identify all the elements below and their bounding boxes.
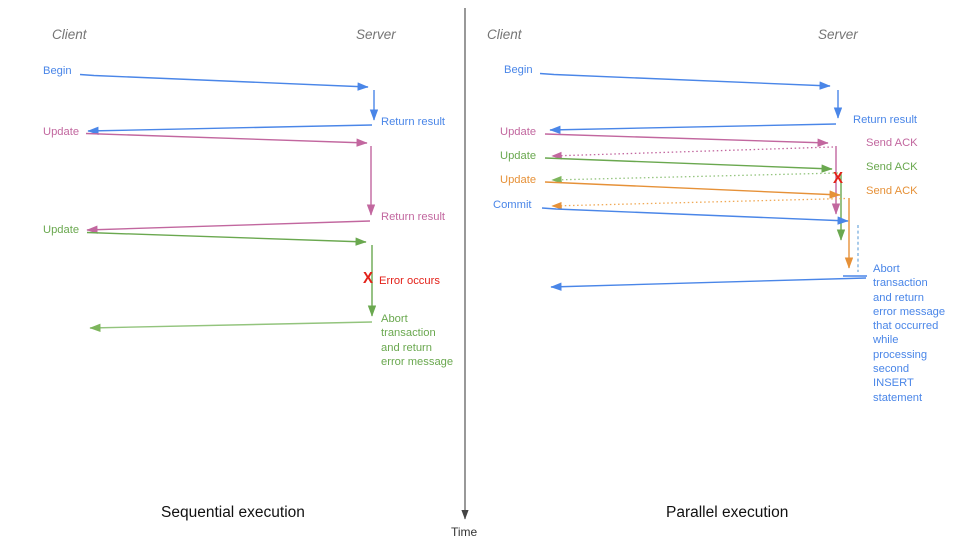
right-update1-arrow bbox=[544, 133, 829, 147]
right-update3-arrow bbox=[544, 181, 841, 199]
right-client-header: Client bbox=[487, 27, 522, 42]
right-abort-line-10: statement bbox=[873, 391, 923, 404]
left-begin-label: Begin bbox=[43, 65, 72, 77]
right-abort-line-2: transaction bbox=[873, 277, 928, 290]
left-return-result-arrow-2 bbox=[86, 220, 371, 234]
right-abort-text: Abort transaction and return error messa… bbox=[873, 262, 945, 405]
left-begin-arrow bbox=[79, 73, 369, 91]
left-update2-label: Update bbox=[43, 224, 80, 236]
right-abort-line-9: INSERT bbox=[873, 377, 914, 390]
left-server-header: Server bbox=[356, 27, 396, 42]
right-update1-label: Update bbox=[500, 126, 537, 138]
right-abort-line-4: error message bbox=[873, 305, 946, 318]
left-update2-arrow bbox=[86, 231, 367, 246]
left-abort-text: Abort transaction and return error messa… bbox=[381, 312, 453, 369]
right-abort-line-8: second bbox=[873, 363, 910, 376]
left-error-label: Error occurs bbox=[379, 275, 440, 287]
right-abort-line-7: processing bbox=[873, 348, 928, 361]
left-client-header: Client bbox=[52, 27, 87, 42]
right-panel-title: Parallel execution bbox=[666, 504, 789, 521]
left-update1-label: Update bbox=[43, 126, 80, 138]
left-abort-line-2: transaction bbox=[381, 327, 436, 340]
right-update2-label: Update bbox=[500, 150, 537, 162]
left-update1-arrow bbox=[85, 132, 368, 147]
right-abort-line-5: that occurred bbox=[873, 320, 939, 333]
left-abort-line-1: Abort bbox=[381, 313, 408, 325]
right-abort-line-1: Abort bbox=[873, 263, 900, 275]
left-return-result-arrow-1 bbox=[87, 124, 373, 135]
left-abort-return-arrow bbox=[89, 321, 373, 332]
right-commit-arrow bbox=[541, 207, 849, 225]
right-error-x-icon: X bbox=[833, 169, 844, 188]
time-axis-label: Time bbox=[451, 525, 478, 539]
right-begin-label: Begin bbox=[504, 64, 533, 76]
left-panel-title: Sequential execution bbox=[161, 504, 305, 521]
right-send-ack-label-2: Send ACK bbox=[866, 161, 918, 173]
right-abort-return-arrow bbox=[550, 277, 867, 291]
right-begin-arrow bbox=[539, 72, 831, 90]
left-abort-line-4: error message bbox=[381, 355, 454, 368]
left-abort-line-3: and return bbox=[381, 341, 432, 354]
right-send-ack-label-3: Send ACK bbox=[866, 185, 918, 197]
left-error-x-icon: X bbox=[363, 269, 374, 288]
right-send-ack2-dotted-arrow bbox=[551, 172, 839, 184]
right-abort-line-3: and return bbox=[873, 291, 924, 304]
right-commit-label: Commit bbox=[493, 199, 532, 211]
right-update2-arrow bbox=[544, 157, 833, 173]
right-send-ack1-dotted-arrow bbox=[551, 146, 834, 160]
right-send-ack-label-1: Send ACK bbox=[866, 137, 918, 149]
right-server-header: Server bbox=[818, 27, 858, 42]
right-update3-label: Update bbox=[500, 174, 537, 186]
left-return-result-label-1: Return result bbox=[381, 116, 446, 128]
right-send-ack3-dotted-arrow bbox=[551, 197, 846, 210]
left-return-result-label-2: Return result bbox=[381, 211, 446, 223]
right-abort-line-6: while bbox=[873, 334, 899, 347]
right-return-result-arrow bbox=[549, 123, 837, 134]
right-return-result-label: Return result bbox=[853, 114, 918, 126]
